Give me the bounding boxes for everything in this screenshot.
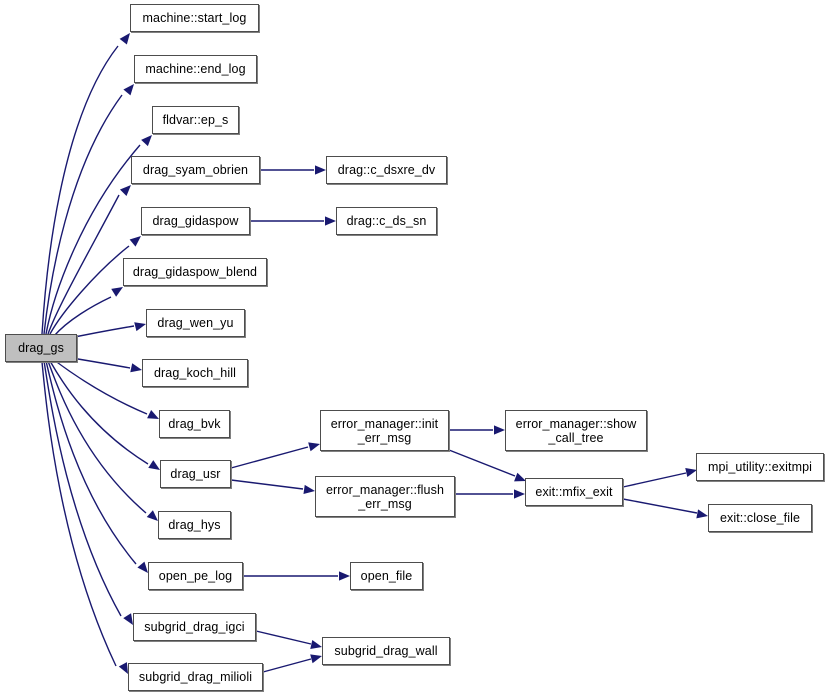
graph-node-label: drag::c_dsxre_dv [337, 163, 436, 177]
graph-node-drag-gs[interactable]: drag_gs [5, 334, 77, 362]
call-edge [622, 472, 687, 488]
arrowhead-icon [123, 84, 134, 96]
graph-node-exit-close-file[interactable]: exit::close_file [708, 504, 812, 532]
graph-node-label: machine::start_log [142, 11, 247, 25]
call-edge [47, 360, 147, 514]
call-edge [47, 194, 120, 335]
graph-node-drag-wen-yu[interactable]: drag_wen_yu [146, 309, 245, 337]
arrowhead-icon [325, 216, 336, 226]
graph-node-label: error_manager::show _call_tree [515, 416, 637, 445]
graph-node-label: drag_gidaspow_blend [132, 265, 258, 279]
graph-node-label: drag_wen_yu [157, 316, 234, 330]
graph-node-label: drag_usr [170, 467, 221, 481]
graph-node-mpi-utility-exitmpi[interactable]: mpi_utility::exitmpi [696, 453, 824, 481]
graph-node-label: subgrid_drag_igci [144, 620, 245, 634]
graph-node-label: open_pe_log [158, 569, 233, 583]
graph-node-label: drag::c_ds_sn [346, 214, 427, 228]
arrowhead-icon [119, 33, 130, 45]
graph-node-label: mpi_utility::exitmpi [707, 460, 813, 474]
graph-node-drag-c-ds-sn[interactable]: drag::c_ds_sn [336, 207, 437, 235]
call-edge [45, 360, 137, 565]
graph-node-label: drag_bvk [168, 417, 221, 431]
call-edge [41, 45, 119, 335]
arrowhead-icon [514, 489, 525, 499]
call-edge [49, 245, 130, 335]
graph-node-label: exit::mfix_exit [535, 485, 613, 499]
graph-node-label: fldvar::ep_s [162, 113, 229, 127]
graph-node-label: drag_gidaspow [152, 214, 239, 228]
call-edge [230, 446, 309, 469]
graph-node-label: open_file [360, 569, 413, 583]
call-edge [262, 658, 312, 673]
call-edge [53, 359, 148, 415]
arrowhead-icon [494, 425, 505, 435]
graph-node-label: subgrid_drag_wall [334, 644, 438, 658]
graph-node-error-manager-show-call-tree[interactable]: error_manager::show _call_tree [505, 410, 647, 451]
graph-node-drag-koch-hill[interactable]: drag_koch_hill [142, 359, 248, 387]
graph-node-label: drag_koch_hill [153, 366, 236, 380]
call-edge [43, 360, 122, 617]
graph-node-machine-end-log[interactable]: machine::end_log [134, 55, 257, 83]
arrowhead-icon [315, 165, 326, 175]
call-edge [41, 361, 117, 667]
graph-node-label: drag_gs [18, 341, 64, 355]
graph-node-error-manager-init-err-msg[interactable]: error_manager::init _err_msg [320, 410, 449, 451]
arrowhead-icon [141, 135, 152, 147]
graph-node-label: machine::end_log [145, 62, 246, 76]
graph-node-error-manager-flush-err-msg[interactable]: error_manager::flush _err_msg [315, 476, 455, 517]
call-edge [255, 630, 312, 645]
call-edge [53, 296, 112, 337]
graph-node-drag-bvk[interactable]: drag_bvk [159, 410, 230, 438]
graph-node-exit-mfix-exit[interactable]: exit::mfix_exit [525, 478, 623, 506]
graph-node-drag-syam-obrien[interactable]: drag_syam_obrien [131, 156, 260, 184]
graph-node-drag-usr[interactable]: drag_usr [160, 460, 231, 488]
graph-node-drag-hys[interactable]: drag_hys [158, 511, 231, 539]
call-edge [43, 94, 123, 335]
graph-node-machine-start-log[interactable]: machine::start_log [130, 4, 259, 32]
graph-node-subgrid-drag-milioli[interactable]: subgrid_drag_milioli [128, 663, 263, 691]
graph-node-label: drag_hys [168, 518, 221, 532]
arrowhead-icon [303, 484, 315, 495]
graph-node-open-pe-log[interactable]: open_pe_log [148, 562, 243, 590]
graph-node-label: exit::close_file [719, 511, 801, 525]
graph-node-fldvar-ep-s[interactable]: fldvar::ep_s [152, 106, 239, 134]
call-edge [49, 360, 149, 465]
graph-node-drag-gidaspow-blend[interactable]: drag_gidaspow_blend [123, 258, 267, 286]
graph-node-label: subgrid_drag_milioli [138, 670, 253, 684]
graph-node-drag-gidaspow[interactable]: drag_gidaspow [141, 207, 250, 235]
call-edge [622, 498, 698, 514]
graph-node-subgrid-drag-wall[interactable]: subgrid_drag_wall [322, 637, 450, 665]
graph-node-label: error_manager::flush _err_msg [325, 482, 445, 511]
graph-node-open-file[interactable]: open_file [350, 562, 423, 590]
graph-node-subgrid-drag-igci[interactable]: subgrid_drag_igci [133, 613, 256, 641]
graph-node-label: drag_syam_obrien [142, 163, 249, 177]
arrowhead-icon [696, 509, 708, 519]
call-edge [448, 449, 516, 477]
call-edge [230, 479, 304, 490]
arrowhead-icon [339, 571, 350, 581]
call-edge [45, 144, 141, 335]
graph-node-drag-c-dsxre-dv[interactable]: drag::c_dsxre_dv [326, 156, 447, 184]
graph-node-label: error_manager::init _err_msg [330, 416, 439, 445]
